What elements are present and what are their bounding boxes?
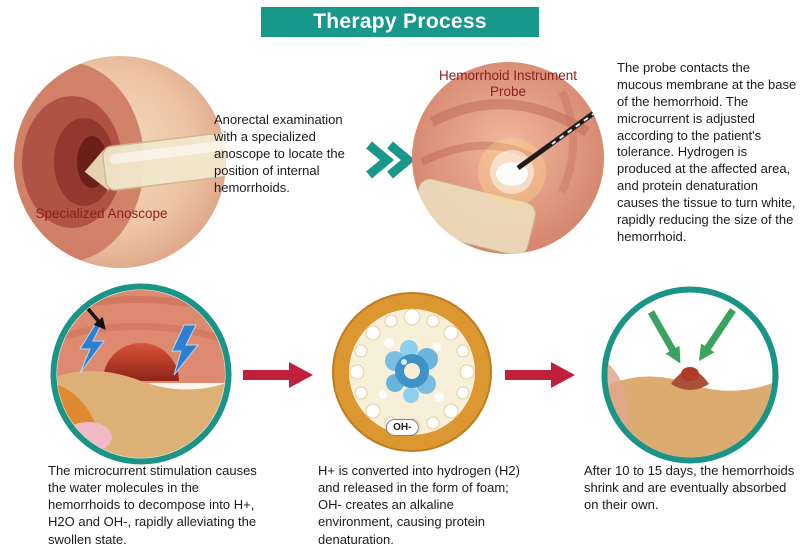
step2-description: The probe contacts the mucous membrane a… bbox=[617, 60, 797, 244]
probe-illustration: Hemorrhoid Instrument Probe bbox=[412, 62, 604, 254]
shrink-image bbox=[601, 286, 779, 464]
title-bar: Therapy Process bbox=[261, 7, 539, 37]
arrow-right-icon bbox=[505, 362, 575, 388]
hydrogen-foam-cluster bbox=[385, 340, 438, 403]
probe-label: Hemorrhoid Instrument Probe bbox=[438, 68, 578, 100]
probe-instrument bbox=[516, 107, 600, 171]
foam-illustration: OH- bbox=[331, 291, 493, 453]
foam-image bbox=[332, 292, 492, 452]
double-chevron-icon bbox=[362, 140, 416, 180]
anoscope-tube bbox=[84, 131, 226, 191]
microcurrent-image bbox=[50, 283, 232, 465]
page-title: Therapy Process bbox=[313, 10, 487, 33]
microcurrent-illustration bbox=[50, 283, 232, 465]
probe-image bbox=[412, 62, 604, 254]
foam-bubbles-inner bbox=[379, 338, 444, 402]
step1-description: Anorectal examination with a specialized… bbox=[214, 112, 345, 195]
lightning-icon bbox=[171, 324, 200, 376]
anoscope-label: Specialized Anoscope bbox=[35, 206, 168, 221]
green-arrow-icon bbox=[647, 310, 681, 364]
anoscope-illustration: Specialized Anoscope bbox=[14, 56, 226, 268]
hemorrhoid-dome bbox=[103, 343, 179, 381]
step4-caption: H+ is converted into hydrogen (H2) and r… bbox=[318, 463, 520, 547]
step5-caption: After 10 to 15 days, the hemorrhoids shr… bbox=[584, 463, 795, 513]
shrink-illustration bbox=[601, 286, 779, 464]
oh-label: OH- bbox=[386, 419, 419, 436]
anoscope-image bbox=[14, 56, 226, 268]
arrow-right-icon bbox=[243, 362, 313, 388]
green-arrow-icon bbox=[698, 308, 736, 362]
step3-caption: The microcurrent stimulation causes the … bbox=[48, 463, 257, 547]
